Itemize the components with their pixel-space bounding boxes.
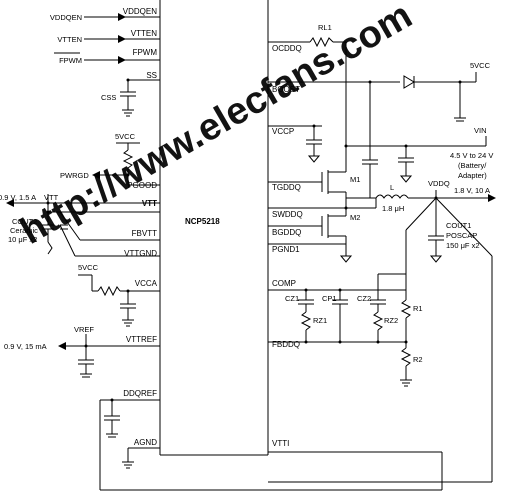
label-vddq-tag: VDDQ [428,179,450,188]
pin-vddqen: VDDQEN [123,7,157,16]
pin-vccp: VCCP [272,127,294,136]
pgood-pullup [92,142,160,186]
arrow-left-icon [6,199,14,207]
label-5vcc-b: 5VCC [78,263,99,272]
pin-comp: COMP [272,279,296,288]
pin-pgnd1: PGND1 [272,245,300,254]
label-m1: M1 [350,175,360,184]
label-inductor-val: 1.8 μH [382,204,404,213]
label-pwrgd: PWRGD [60,171,89,180]
label-vddq-out: 1.8 V, 10 A [454,186,490,195]
label-vin-batt: (Battery/ [458,161,487,170]
mosfet-m1 [268,168,347,208]
label-vref-out: 0.9 V, 15 mA [4,342,47,351]
arrow-right-icon [118,35,126,43]
pin-bgddq: BGDDQ [272,228,301,237]
label-cout2-val: 10 μF x2 [8,235,37,244]
vccp-network [268,124,322,163]
arrow-right-icon [118,13,126,21]
chip-body [159,0,269,456]
label-cz1: CZ1 [285,294,299,303]
pin-agnd: AGND [134,438,157,447]
vddq-output [268,190,496,483]
switch-node [268,194,436,210]
label-cz2: CZ2 [357,294,371,303]
pin-ss: SS [146,71,157,80]
label-5vcc-a: 5VCC [115,132,136,141]
left-pin-labels: VDDQEN VTTEN FPWM SS PGOOD VTT FBVTT VTT… [123,7,158,447]
arrow-right-icon [118,56,126,64]
label-vref-tag: VREF [74,325,94,334]
label-rz1: RZ1 [313,316,327,325]
pin-ocddq: OCDDQ [272,44,302,53]
fbddq-node [268,340,408,344]
vtt-output [6,194,160,257]
right-pin-labels: OCDDQ BOOST VCCP TGDDQ SWDDQ BGDDQ PGND1… [272,44,303,448]
label-5vcc-top: 5VCC [470,61,491,70]
label-vin: VIN [474,126,487,135]
comp-network [268,273,412,387]
vttref-output [58,334,160,378]
pin-swddq: SWDDQ [272,210,303,219]
label-m2: M2 [350,213,360,222]
chip-name: NCP5218 [185,217,220,226]
label-cout2-type: Ceramic [10,226,38,235]
label-vin-range: 4.5 V to 24 V [450,151,493,160]
pin-vcca: VCCA [135,279,158,288]
input-vtten: VTTEN [57,35,82,44]
mosfet-m2 [268,208,353,263]
arrow-right-icon [488,194,496,202]
input-fpwm: FPWM [59,56,82,65]
pin-fbddq: FBDDQ [272,340,300,349]
label-rl1: RL1 [318,23,332,32]
agnd-ground [122,447,160,469]
label-rz2: RZ2 [384,316,398,325]
label-inductor: L [390,183,394,192]
pin-ddqref: DDQREF [123,389,157,398]
pin-vttref: VTTREF [126,335,157,344]
label-vin-adapter: Adapter) [458,171,487,180]
vtti-node [268,451,443,490]
label-r1: R1 [413,304,423,313]
soft-start-cap [120,78,160,117]
label-cp1: CP1 [322,294,337,303]
pin-tgddq: TGDDQ [272,183,301,192]
label-cout2-name: COUT2 [12,217,37,226]
vcca-filter [78,274,160,327]
diode-icon [403,75,415,89]
arrow-left-icon [92,171,100,179]
label-css: CSS [101,93,116,102]
pin-fpwm: FPWM [133,48,158,57]
label-r2: R2 [413,355,423,364]
label-vtt-out: 0.9 V, 1.5 A [0,193,36,202]
pin-vtten: VTTEN [131,29,157,38]
input-vddqen: VDDQEN [50,13,82,22]
vin-input [344,136,487,183]
pin-vtti: VTTI [272,439,289,448]
label-cout1-type: POSCAP [446,231,477,240]
arrow-left-icon [58,342,66,350]
enable-inputs [54,13,160,64]
pin-boost: BOOST [272,85,300,94]
label-cout1-val: 150 μF x2 [446,241,480,250]
ddqref-network [99,398,442,491]
pin-fbvtt: FBVTT [132,229,157,238]
label-cout1-name: COUT1 [446,221,471,230]
label-vtt-tag: VTT [44,193,59,202]
pin-vttgnd: VTTGND [124,249,157,258]
boost-network [268,72,477,198]
